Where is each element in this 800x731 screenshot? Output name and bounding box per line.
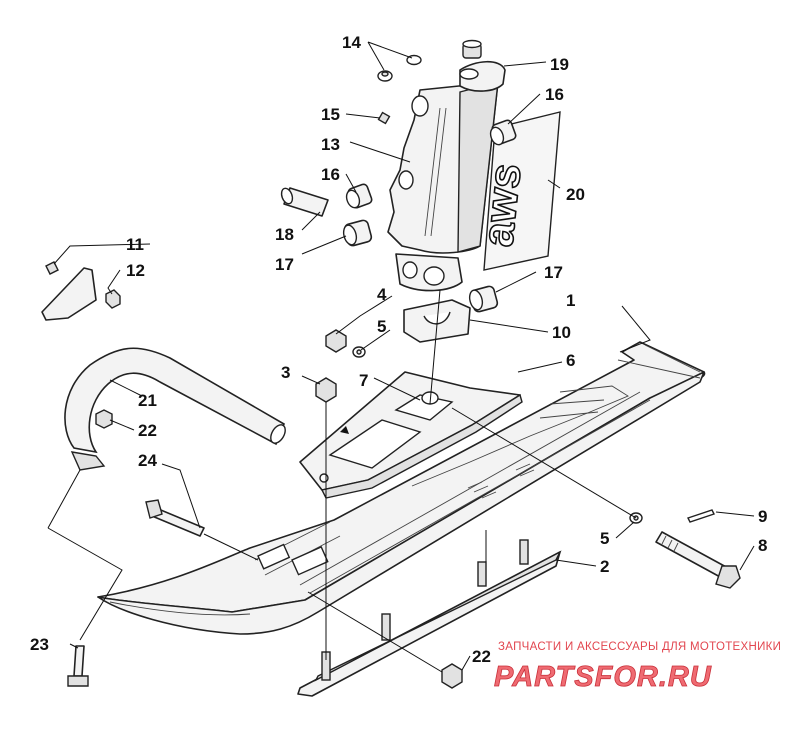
callout-13: 13 xyxy=(321,135,340,154)
callout-3: 3 xyxy=(281,363,290,382)
callout-5a: 5 xyxy=(377,317,386,336)
callout-11: 11 xyxy=(126,235,144,254)
callout-18: 18 xyxy=(275,225,294,244)
callout-17b: 17 xyxy=(275,255,294,274)
callout-12: 12 xyxy=(126,261,145,280)
callout-16a: 16 xyxy=(545,85,564,104)
callout-1: 1 xyxy=(566,291,575,310)
callout-15: 15 xyxy=(321,105,340,124)
callout-14: 14 xyxy=(342,33,361,52)
callout-21: 21 xyxy=(138,391,157,410)
callout-8: 8 xyxy=(758,536,767,555)
ski-body xyxy=(97,341,706,635)
callout-5b: 5 xyxy=(600,529,609,548)
spindle-hardware xyxy=(41,39,741,697)
callout-19: 19 xyxy=(550,55,569,74)
aws-decal: aws xyxy=(472,111,561,271)
watermark: ЗАПЧАСТИ И АКСЕССУАРЫ ДЛЯ МОТОТЕХНИКИ PA… xyxy=(494,641,781,693)
callout-22b: 22 xyxy=(472,647,491,666)
decal-text: aws xyxy=(473,161,530,249)
watermark-caption: ЗАПЧАСТИ И АКСЕССУАРЫ ДЛЯ МОТОТЕХНИКИ xyxy=(498,641,781,653)
callout-20: 20 xyxy=(566,185,585,204)
callout-16b: 16 xyxy=(321,165,340,184)
watermark-logo: PARTSFOR.RU xyxy=(494,661,712,693)
callout-24: 24 xyxy=(138,451,157,470)
leader-lines xyxy=(47,41,755,673)
callout-22a: 22 xyxy=(138,421,157,440)
callout-10: 10 xyxy=(552,323,571,342)
spindle xyxy=(387,60,506,292)
callout-2: 2 xyxy=(600,557,609,576)
callout-6: 6 xyxy=(566,351,575,370)
callout-7: 7 xyxy=(359,371,368,390)
callout-9: 9 xyxy=(758,507,767,526)
callouts: 1 2 3 4 5 5 6 7 8 9 10 11 12 13 14 15 16… xyxy=(30,33,767,666)
callout-4: 4 xyxy=(377,285,387,304)
ski-saddle xyxy=(299,371,523,499)
callout-17a: 17 xyxy=(544,263,563,282)
callout-23: 23 xyxy=(30,635,49,654)
